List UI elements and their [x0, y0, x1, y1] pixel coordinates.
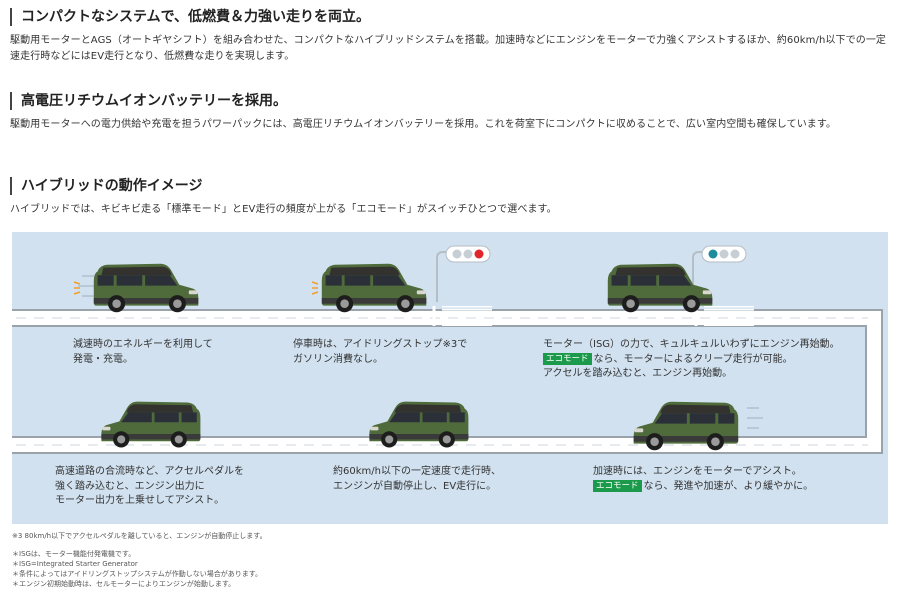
section-battery: 高電圧リチウムイオンバッテリーを採用。 駆動用モーターへの電力供給や充電を担うパ… [10, 92, 890, 133]
caption-line: 減速時のエネルギーを利用して [73, 339, 213, 350]
car-restart [607, 263, 713, 313]
caption-line: モーター出力を上乗せしてアシスト。 [55, 495, 225, 506]
caption-restart: モーター（ISG）の力で、キュルキュルいわずにエンジン再始動。 エコモードなら、… [543, 338, 840, 382]
caption-line: 強く踏み込むと、エンジン出力に [55, 480, 205, 492]
section-heading: コンパクトなシステムで、低燃費＆力強い走りを両立。 [10, 8, 890, 26]
brake-light-icon [73, 281, 319, 295]
section-body: 駆動用モーターへの電力供給や充電を担うパワーパックには、高電圧リチウムイオンバッ… [10, 119, 837, 130]
section-operation-image: ハイブリッドの動作イメージ ハイブリッドでは、キビキビ走る「標準モード」とEV走… [10, 177, 890, 218]
motion-lines-icon [78, 275, 763, 429]
car-cruise [369, 402, 468, 448]
car-accel [634, 402, 739, 450]
car-merge [101, 402, 200, 448]
caption-text: なら、発進や加速が、より緩やかに。 [643, 480, 814, 492]
eco-mode-badge: エコモード [543, 352, 592, 365]
caption-text: なら、モーターによるクリープ走行が可能。 [593, 353, 793, 365]
crosswalk-stop [432, 306, 492, 326]
caption-merge: 高速道路の合流時など、アクセルペダルを 強く踏み込むと、エンジン出力に モーター… [55, 465, 244, 509]
section-body: 駆動用モーターとAGS（オートギヤシフト）を組み合わせた、コンパクトなハイブリッ… [10, 35, 887, 62]
eco-mode-badge: エコモード [593, 479, 642, 492]
crosswalk-restart [694, 306, 754, 326]
section-heading: 高電圧リチウムイオンバッテリーを採用。 [10, 92, 890, 110]
caption-line: エコモードなら、モーターによるクリープ走行が可能。 [543, 352, 840, 368]
section-body: ハイブリッドでは、キビキビ走る「標準モード」とEV走行の頻度が上がる「エコモード… [10, 204, 557, 215]
traffic-light-green [692, 245, 747, 302]
footnote-conditions: ＊条件によってはアイドリングストップシステムが作動しない場合があります。 [12, 570, 263, 578]
section-hybrid-system: コンパクトなシステムで、低燃費＆力強い走りを両立。 駆動用モーターとAGS（オー… [10, 8, 890, 65]
section-heading: ハイブリッドの動作イメージ [10, 177, 890, 195]
footnote-isg-definition: ＊ISG=Integrated Starter Generator [12, 560, 138, 568]
footnote-idle-stop: ※3 80km/h以下でアクセルペダルを離していると、エンジンが自動停止します。 [12, 532, 267, 540]
caption-line: 高速道路の合流時など、アクセルペダルを [55, 466, 244, 477]
caption-line: 加速時には、エンジンをモーターでアシスト。 [593, 466, 802, 477]
caption-line: 約60km/h以下の一定速度で走行時、 [333, 466, 501, 477]
caption-line: モーター（ISG）の力で、キュルキュルいわずにエンジン再始動。 [543, 339, 840, 350]
footnote-isg: ＊ISGは、モーター機能付発電機です。 [12, 550, 136, 558]
caption-stop: 停車時は、アイドリングストップ※3で ガソリン消費なし。 [293, 338, 467, 367]
road-illustration [12, 245, 883, 454]
caption-line: ガソリン消費なし。 [293, 353, 383, 365]
traffic-light-red [436, 245, 491, 302]
caption-line: 停車時は、アイドリングストップ※3で [293, 339, 468, 350]
caption-line: エコモードなら、発進や加速が、より緩やかに。 [593, 479, 814, 495]
car-decel [93, 263, 199, 313]
caption-line: エンジンが自動停止し、EV走行に。 [333, 480, 497, 492]
caption-accel: 加速時には、エンジンをモーターでアシスト。 エコモードなら、発進や加速が、より緩… [593, 465, 813, 494]
caption-cruise: 約60km/h以下の一定速度で走行時、 エンジンが自動停止し、EV走行に。 [333, 465, 501, 494]
caption-decel: 減速時のエネルギーを利用して 発電・充電。 [73, 338, 213, 367]
hybrid-operation-diagram: 減速時のエネルギーを利用して 発電・充電。 停車時は、アイドリングストップ※3で… [12, 232, 888, 524]
footnote-initial-start: ＊エンジン初期始動時は、セルモーターによりエンジンが始動します。 [12, 580, 236, 588]
car-stop [321, 263, 427, 313]
caption-line: アクセルを踏み込むと、エンジン再始動。 [543, 368, 733, 379]
caption-line: 発電・充電。 [73, 353, 133, 365]
